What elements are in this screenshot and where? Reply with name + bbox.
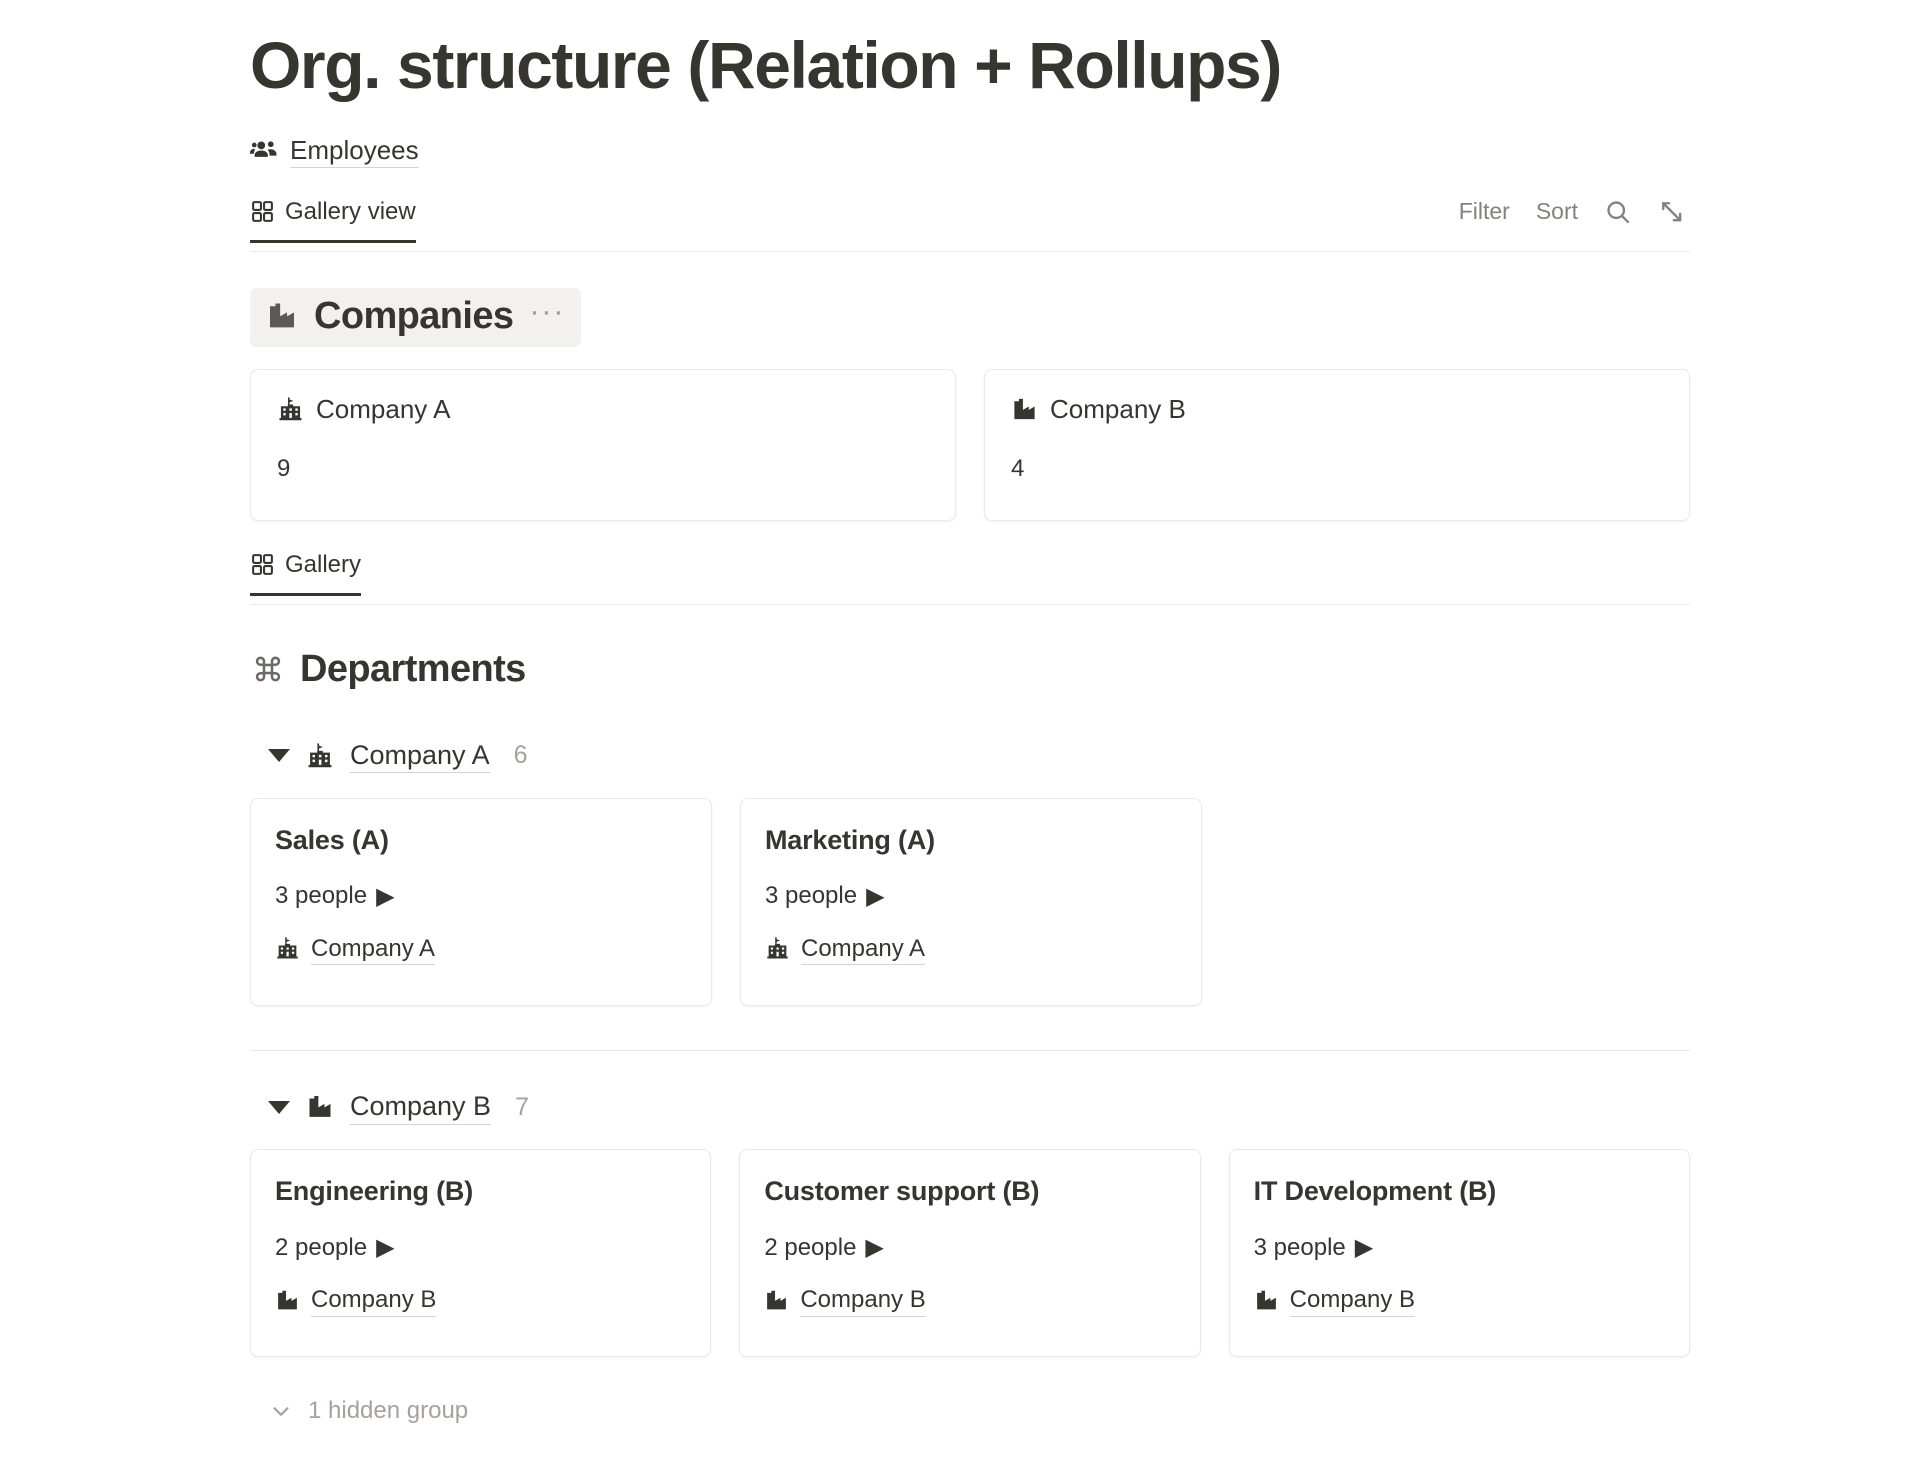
companies-card-grid: Company A 9 Company B 4 [250,368,1690,521]
relation-label: Company B [311,1284,437,1317]
tab-gallery-label: Gallery [285,550,362,578]
department-card-relation[interactable]: Company B [275,1284,686,1317]
department-card[interactable]: IT Development (B) 3 people ▶ Company B [1228,1149,1690,1358]
company-card-title: Company A [316,393,451,424]
factory-icon [1254,1288,1279,1313]
view-toolbar: Gallery view Filter Sort [250,196,1690,252]
department-card[interactable]: Marketing (A) 3 people ▶ Company A [740,797,1202,1006]
company-card-value: 9 [277,454,291,482]
factory-icon [275,1288,300,1313]
factory-icon [266,300,298,332]
school-building-icon [275,936,300,961]
people-count-label: 3 people [275,882,368,910]
department-card[interactable]: Customer support (B) 2 people ▶ Company … [739,1149,1201,1358]
group-divider [250,1049,1690,1052]
relation-label: Company B [1289,1284,1416,1317]
tab-gallery-view[interactable]: Gallery view [250,196,430,244]
grid-view-icon [250,552,275,577]
company-card-title-row: Company B [1011,394,1663,425]
people-count-label: 3 people [765,882,858,910]
department-card[interactable]: Engineering (B) 2 people ▶ Company B [250,1149,712,1358]
department-card-people[interactable]: 2 people ▶ [764,1233,1175,1262]
factory-icon [306,1093,334,1121]
relation-label: Company A [311,933,436,966]
view-tabs: Gallery view [250,196,430,244]
department-card-people[interactable]: 3 people ▶ [1254,1233,1665,1262]
departments-section-title: Departments [300,647,526,690]
content-column: Org. structure (Relation + Rollups) Empl… [250,0,1690,1425]
chevron-down-icon [268,1398,294,1424]
department-card-title: Sales (A) [275,824,389,855]
grid-view-icon [250,199,275,224]
breadcrumb[interactable]: Employees [250,134,1690,168]
relation-label: Company B [800,1284,926,1317]
toolbar-actions: Filter Sort [1459,196,1690,226]
company-card[interactable]: Company B 4 [984,368,1690,521]
play-triangle-icon: ▶ [865,1234,884,1262]
people-count-label: 2 people [275,1233,368,1261]
department-card-people[interactable]: 2 people ▶ [275,1233,686,1262]
department-card-people[interactable]: 3 people ▶ [275,882,687,911]
school-building-icon [765,936,790,961]
department-card-relation[interactable]: Company A [275,933,687,966]
group-name: Company B [350,1090,492,1125]
play-triangle-icon: ▶ [376,882,395,910]
factory-icon [764,1288,789,1313]
filter-button[interactable]: Filter [1458,198,1510,225]
department-card-title: Engineering (B) [275,1176,473,1207]
departments-section-header[interactable]: Departments [250,641,542,700]
school-building-icon [277,396,304,423]
department-card-title: Marketing (A) [765,824,935,855]
collapse-caret-icon[interactable] [268,1100,290,1114]
play-triangle-icon: ▶ [376,1234,395,1262]
expand-diagonal-icon[interactable] [1658,198,1686,226]
department-card-grid: Engineering (B) 2 people ▶ Company B [250,1149,1690,1358]
group-company-b: Company B 7 Engineering (B) 2 people ▶ [250,1087,1690,1358]
people-count-label: 3 people [1253,1233,1346,1261]
company-card[interactable]: Company A 9 [250,368,956,521]
department-card-people[interactable]: 3 people ▶ [765,882,1177,911]
factory-icon [1011,396,1038,423]
group-count: 6 [513,741,528,770]
relation-label: Company A [801,933,926,966]
group-header[interactable]: Company B 7 [250,1087,1690,1127]
people-group-icon [250,136,280,166]
department-card-title: IT Development (B) [1253,1176,1497,1207]
hidden-group-toggle[interactable]: 1 hidden group [250,1397,1690,1425]
department-card-relation[interactable]: Company B [764,1284,1175,1317]
hidden-group-label: 1 hidden group [308,1397,469,1425]
department-card-grid: Sales (A) 3 people ▶ Company A [250,797,1690,1006]
search-icon[interactable] [1604,198,1632,226]
breadcrumb-label: Employees [290,134,419,168]
tab-gallery-view-label: Gallery view [285,197,416,225]
department-card-relation[interactable]: Company B [1254,1284,1665,1317]
group-name: Company A [350,739,490,774]
department-card-title: Customer support (B) [764,1176,1040,1207]
people-count-label: 2 people [764,1233,857,1261]
sort-button[interactable]: Sort [1535,198,1578,225]
company-card-value: 4 [1011,454,1025,482]
play-triangle-icon: ▶ [1354,1234,1374,1262]
departments-view-toolbar: Gallery [250,549,1690,605]
tab-gallery[interactable]: Gallery [250,549,375,597]
school-building-icon [306,742,334,770]
play-triangle-icon: ▶ [866,882,885,910]
departments-toolbar-actions [1686,549,1690,551]
department-card[interactable]: Sales (A) 3 people ▶ Company A [250,797,712,1006]
company-card-title-row: Company A [277,394,929,425]
group-header[interactable]: Company A 6 [250,736,1690,776]
companies-section-title: Companies [314,294,514,337]
command-loop-icon [252,653,284,685]
collapse-caret-icon[interactable] [268,749,290,763]
companies-menu-button[interactable]: ··· [529,295,566,329]
page-title: Org. structure (Relation + Rollups) [250,28,1282,102]
company-card-title: Company B [1050,393,1186,424]
departments-view-tabs: Gallery [250,549,375,597]
department-card-relation[interactable]: Company A [765,933,1177,966]
companies-section-header[interactable]: Companies ··· [250,287,582,347]
group-count: 7 [515,1092,529,1121]
group-company-a: Company A 6 Sales (A) 3 people ▶ [250,736,1690,1006]
